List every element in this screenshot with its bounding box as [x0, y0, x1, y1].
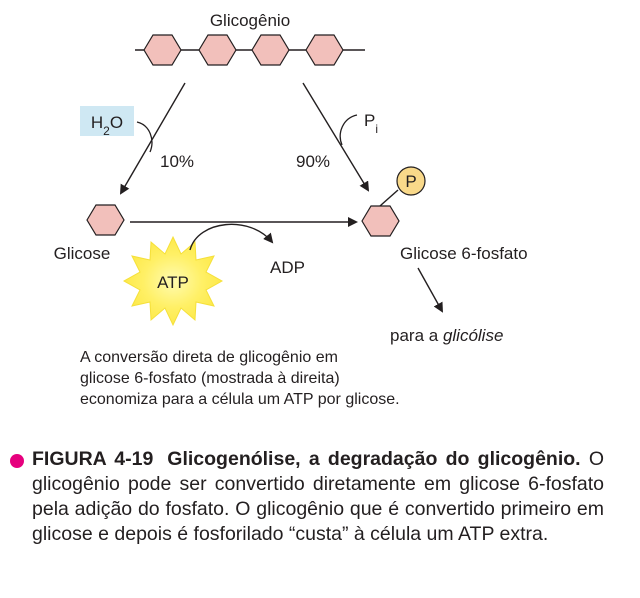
atp-starburst	[122, 235, 224, 327]
glucose-residue-1	[143, 34, 182, 66]
glycogenolysis-diagram: Glicogênio H2O 10% Pi 90% Glicose ATP AD…	[54, 11, 528, 345]
phosphate-label: Pi	[364, 111, 378, 136]
phosphate-badge-label: P	[405, 172, 416, 191]
percent-right: 90%	[296, 152, 330, 171]
water-box	[80, 106, 134, 136]
caption-bullet	[10, 454, 24, 468]
figure-number: FIGURA 4-19	[32, 448, 154, 470]
note-line-1: A conversão direta de glicogênio em	[80, 349, 338, 366]
glucose-6-phosphate-label: Glicose 6-fosfato	[400, 244, 528, 263]
glucose-6-phosphate-hexagon	[361, 205, 400, 237]
hydrolysis-arrow	[119, 82, 186, 195]
glucose-residue-4	[305, 34, 344, 66]
phosphate-input-curve	[339, 114, 358, 146]
caption-text: FIGURA 4-19 Glicogenólise, a degradação d…	[32, 447, 604, 547]
adp-label: ADP	[270, 258, 305, 277]
glucose-residue-3	[251, 34, 290, 66]
glucose-label: Glicose	[54, 244, 111, 263]
water-input-curve	[136, 121, 153, 153]
glycogen-label: Glicogênio	[210, 11, 290, 30]
caption-body: O glicogênio pode ser convertido diretam…	[32, 448, 605, 545]
note-line-3: economiza para a célula um ATP por glico…	[80, 391, 400, 408]
note-line-2: glicose 6-fosfato (mostrada à direita)	[80, 370, 340, 387]
to-glycolysis-arrow	[417, 267, 443, 313]
glycogen-chain	[135, 34, 365, 66]
percent-left: 10%	[160, 152, 194, 171]
figure-title: Glicogenólise, a degradação do glicogêni…	[167, 448, 581, 470]
phosphate-badge	[396, 166, 426, 196]
diagram-note: A conversão direta de glicogênio em glic…	[80, 347, 500, 410]
glycolysis-label: para a glicólise	[390, 326, 503, 345]
glucose-hexagon	[86, 204, 125, 236]
atp-label: ATP	[157, 273, 189, 292]
glucose-residue-2	[198, 34, 237, 66]
atp-to-adp-arrow	[189, 223, 274, 251]
phosphorolysis-arrow	[302, 82, 370, 192]
